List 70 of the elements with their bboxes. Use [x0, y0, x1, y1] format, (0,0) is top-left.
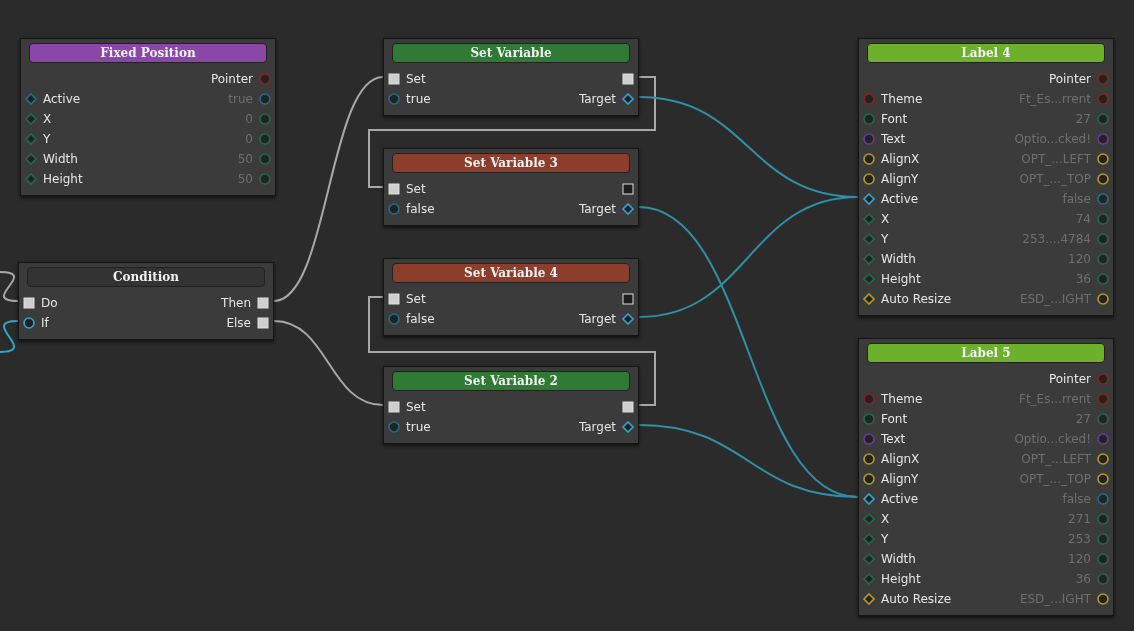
port-label: Active: [881, 192, 919, 206]
port-label: Font: [881, 412, 908, 426]
port-label: true: [406, 92, 431, 106]
port-label: Target: [578, 202, 616, 216]
node-title-bar: Label 5: [867, 343, 1105, 363]
port-label: AlignX: [881, 452, 920, 466]
node-title-bar: Fixed Position: [29, 43, 267, 63]
port-label: Width: [881, 252, 916, 266]
port-label: AlignX: [881, 152, 920, 166]
port-label: Set: [406, 400, 426, 414]
port-label: Height: [43, 172, 83, 186]
node-card: [383, 38, 639, 116]
port-label: X: [881, 212, 890, 226]
node-title-bar: Set Variable: [392, 43, 630, 63]
port-label: Auto Resize: [881, 592, 952, 606]
connector-wire: [368, 76, 656, 188]
port-label: Target: [578, 420, 616, 434]
node-card: [383, 148, 639, 226]
port-label: Auto Resize: [881, 292, 952, 306]
port-label: Theme: [881, 392, 923, 406]
port-label: Active: [43, 92, 81, 106]
port-label: X: [881, 512, 890, 526]
port-label: Width: [881, 552, 916, 566]
port-label: If: [41, 316, 49, 330]
port-label: AlignY: [881, 472, 919, 486]
node-title-bar: Set Variable 3: [392, 153, 630, 173]
port-label: Height: [881, 272, 921, 286]
port-label: Target: [578, 312, 616, 326]
connector-wire: [0, 271, 19, 302]
port-label: Y: [881, 232, 889, 246]
port-label: Pointer: [1048, 72, 1091, 86]
port-label: Set: [406, 182, 426, 196]
connector-wire: [273, 76, 384, 302]
port-label: X: [43, 112, 52, 126]
port-label: Height: [881, 572, 921, 586]
port-label: false: [406, 312, 435, 326]
port-label: Theme: [881, 92, 923, 106]
port-label: Active: [881, 492, 919, 506]
port-label: Text: [881, 132, 906, 146]
node-title-bar: Condition: [27, 267, 265, 287]
node-title-bar: Set Variable 2: [392, 371, 630, 391]
port-label: Else: [226, 316, 251, 330]
port-label: Pointer: [1048, 372, 1091, 386]
connector-wire: [638, 424, 859, 498]
port-label: Font: [881, 112, 908, 126]
port-label: Set: [406, 72, 426, 86]
node-card: [20, 38, 276, 196]
port-label: Y: [43, 132, 51, 146]
port-label: Y: [881, 532, 889, 546]
port-label: true: [406, 420, 431, 434]
port-label: false: [406, 202, 435, 216]
connector-wire: [368, 296, 656, 406]
port-label: Set: [406, 292, 426, 306]
node-title-bar: Set Variable 4: [392, 263, 630, 283]
connector-wire: [0, 320, 19, 353]
port-label: Do: [41, 296, 58, 310]
port-label: Then: [221, 296, 251, 310]
node-card: [383, 258, 639, 336]
port-label: Pointer: [210, 72, 253, 86]
connector-wire: [638, 196, 859, 318]
node-card: [383, 366, 639, 444]
port-label: AlignY: [881, 172, 919, 186]
node-card: [858, 38, 1114, 316]
port-label: Width: [43, 152, 78, 166]
node-card: [18, 262, 274, 340]
port-label: Text: [881, 432, 906, 446]
node-title-bar: Label 4: [867, 43, 1105, 63]
port-label: Target: [578, 92, 616, 106]
node-card: [858, 338, 1114, 616]
connector-wire: [273, 320, 384, 406]
